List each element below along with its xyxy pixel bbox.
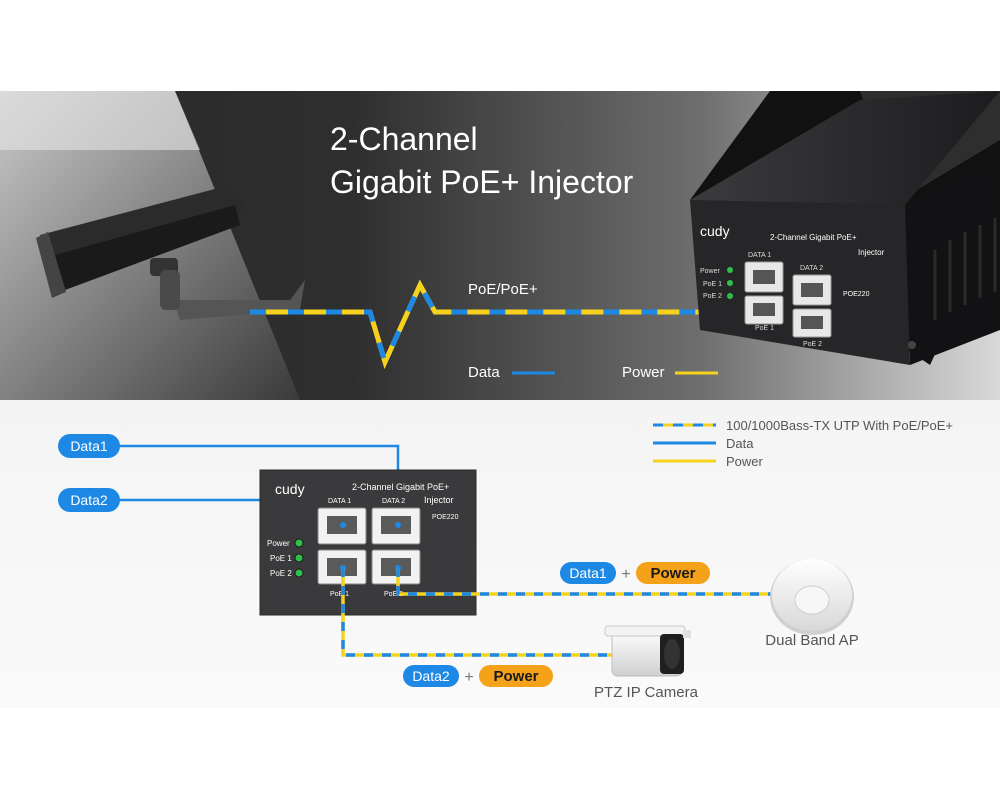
panel-port-data1-label: DATA 1 — [328, 498, 351, 505]
connection-diagram: 100/1000Bass-TX UTP With PoE/PoE+ Data P… — [0, 400, 1000, 708]
panel-port-data2-label: DATA 2 — [382, 498, 405, 505]
tag-data1: Data1 — [58, 434, 120, 458]
hero-led-poe1-label: PoE 1 — [703, 281, 722, 288]
hero-led-power-label: Power — [700, 268, 721, 275]
hero-banner: 2-Channel Gigabit PoE+ Injector PoE/PoE+… — [0, 91, 1000, 400]
hero-cable — [250, 279, 745, 370]
panel-port-poe2-label: PoE 2 — [384, 591, 403, 598]
cable-label: PoE/PoE+ — [468, 281, 538, 298]
hero-title-line2: Gigabit PoE+ Injector — [330, 164, 634, 200]
camera-label: PTZ IP Camera — [594, 684, 699, 701]
hero-led-power-icon — [727, 267, 733, 273]
hero-port-poe1-label: PoE 1 — [755, 325, 774, 332]
panel-port-poe1-label: PoE 1 — [330, 591, 349, 598]
panel-led-poe2-label: PoE 2 — [270, 569, 292, 578]
legend-data-label: Data — [726, 436, 754, 451]
legend-power-label: Power — [726, 454, 764, 469]
tag-data1-label: Data1 — [70, 438, 108, 454]
hero-title-line1: 2-Channel — [330, 121, 478, 157]
hero-led-poe2-icon — [727, 293, 733, 299]
diagram-legend: 100/1000Bass-TX UTP With PoE/PoE+ Data P… — [653, 418, 953, 469]
hero-port-data2-label: DATA 2 — [800, 265, 823, 272]
hero-led-poe1-icon — [727, 280, 733, 286]
security-camera-icon — [36, 185, 305, 320]
hero-device: cudy 2-Channel Gigabit PoE+ Injector POE… — [690, 91, 1000, 365]
panel-model-code: POE220 — [432, 514, 459, 521]
tag-data2-label: Data2 — [70, 492, 108, 508]
panel-led-power-label: Power — [267, 539, 290, 548]
ap-label: Dual Band AP — [765, 632, 858, 649]
injector-front-panel: cudy 2-Channel Gigabit PoE+ Injector POE… — [259, 469, 477, 616]
ip-camera-icon — [604, 625, 691, 677]
panel-model: 2-Channel Gigabit PoE+ — [352, 482, 449, 492]
panel-led-poe1-label: PoE 1 — [270, 554, 292, 563]
hero-device-model-line2: Injector — [858, 248, 885, 257]
combo-ap-power: Power — [650, 565, 695, 582]
access-point-icon — [770, 559, 854, 635]
panel-led-poe2-icon — [294, 568, 304, 578]
hero-led-poe2-label: PoE 2 — [703, 293, 722, 300]
panel-led-poe1-icon — [294, 553, 304, 563]
poe2-to-ap-cable — [396, 568, 780, 596]
combo-cam-plus: + — [464, 669, 473, 686]
combo-cam-power: Power — [493, 668, 538, 685]
combo-tag-camera: Data2 + Power — [403, 665, 553, 687]
hero-legend-power-label: Power — [622, 364, 665, 381]
combo-tag-ap: Data1 + Power — [560, 562, 710, 584]
combo-ap-plus: + — [621, 566, 630, 583]
tag-data2: Data2 — [58, 488, 120, 512]
combo-cam-data: Data2 — [412, 668, 450, 684]
panel-model-line2: Injector — [424, 495, 454, 505]
poe1-to-camera-cable — [341, 568, 612, 657]
panel-brand: cudy — [275, 481, 305, 497]
combo-ap-data: Data1 — [569, 565, 607, 581]
hero-device-model: 2-Channel Gigabit PoE+ — [770, 233, 857, 242]
hero-device-brand: cudy — [700, 223, 730, 239]
hero-legend-data-label: Data — [468, 364, 500, 381]
hero-port-data1-label: DATA 1 — [748, 252, 771, 259]
hero-device-code: POE220 — [843, 291, 870, 298]
panel-led-power-icon — [294, 538, 304, 548]
hero-port-poe2-label: PoE 2 — [803, 341, 822, 348]
legend-utp-label: 100/1000Bass-TX UTP With PoE/PoE+ — [726, 418, 953, 433]
